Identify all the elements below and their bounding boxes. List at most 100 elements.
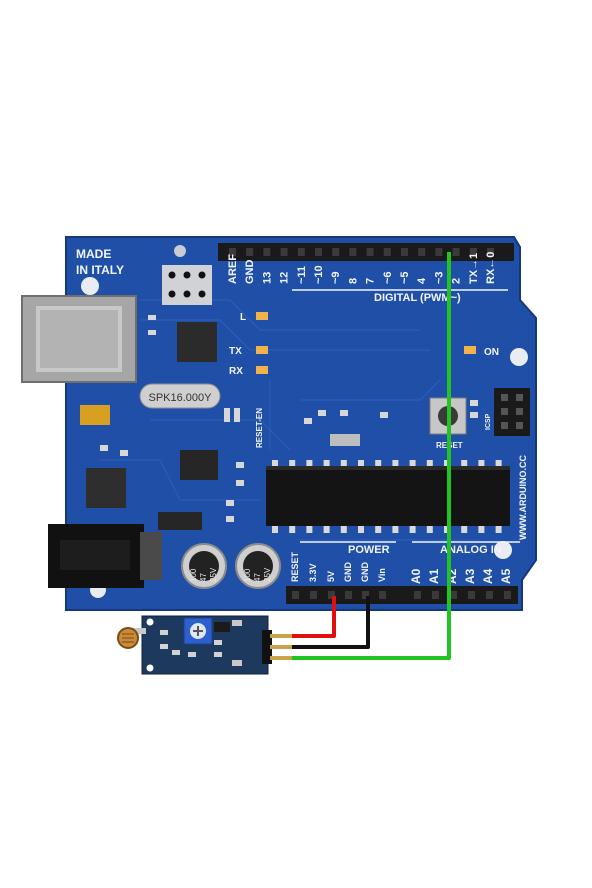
digital-pin-hole	[229, 248, 236, 256]
digital-pin-label: 4	[416, 277, 428, 284]
regulator-chip	[180, 450, 218, 480]
icsp-header	[494, 388, 530, 436]
icsp-header-usb	[162, 265, 212, 305]
digital-pin-hole	[401, 248, 408, 256]
mounting-hole	[174, 245, 186, 257]
digital-pin-label: ~9	[330, 271, 342, 284]
power-pin-label: 3.3V	[308, 563, 318, 582]
digital-pin-hole	[349, 248, 357, 256]
icsp-label: ICSP	[485, 413, 492, 430]
chip-pin	[340, 526, 347, 533]
voltage-regulator	[86, 468, 126, 508]
led-l-label: L	[240, 312, 246, 323]
header-pin-hole	[362, 591, 369, 599]
led-tx-label: TX	[229, 346, 242, 357]
digital-pin-label: ~5	[399, 271, 411, 284]
power-pin-label: GND	[343, 562, 353, 583]
chip-pin	[375, 526, 382, 533]
digital-pin-label: 12	[279, 272, 291, 284]
mounting-hole	[510, 348, 528, 366]
analog-pin-label: A4	[481, 568, 495, 584]
usb-connector	[21, 295, 137, 383]
digital-pin-label: GND	[244, 260, 256, 285]
power-pin-label: GND	[360, 562, 370, 583]
digital-pin-hole	[246, 248, 254, 256]
chip-pin	[323, 460, 330, 467]
digital-pin-hole	[435, 248, 443, 256]
digital-pin-label: ~10	[313, 265, 325, 284]
capacitor-2-value: 100	[243, 568, 252, 582]
digital-pin-hole	[418, 248, 426, 256]
chip-pin	[306, 526, 313, 533]
header-pin-hole	[414, 591, 421, 599]
power-pin-label: RESET	[290, 551, 300, 582]
power-analog-pin-header	[286, 586, 518, 604]
chip-pin	[426, 460, 433, 467]
digital-pin-hole	[297, 248, 305, 256]
digital-header-label: DIGITAL (PWM~)	[374, 292, 461, 304]
digital-pin-hole	[315, 248, 322, 256]
chip-pin	[461, 460, 468, 467]
analog-header-label: ANALOG IN	[440, 544, 502, 556]
digital-pin-hole	[383, 248, 391, 256]
capacitor-1-uf: 47	[199, 573, 208, 582]
led-on	[464, 346, 476, 354]
usb-controller-chip	[177, 322, 217, 362]
led-rx-label: RX	[229, 366, 243, 377]
header-pin-hole	[379, 591, 386, 599]
led-on-label: ON	[484, 347, 499, 358]
chip-pin	[340, 460, 347, 467]
digital-pin-label: AREF	[227, 254, 239, 284]
digital-pin-hole	[332, 248, 340, 256]
power-pin-label: Vin	[377, 568, 387, 582]
chip-pin	[289, 460, 296, 467]
chip-pin	[478, 460, 485, 467]
chip-pin	[272, 460, 278, 467]
crystal-label: SPK16.000Y	[149, 392, 213, 404]
chip-pin	[409, 460, 416, 467]
power-led	[232, 620, 242, 626]
capacitor-1-voltage: 25V	[209, 567, 218, 582]
digital-pin-hole	[487, 248, 494, 256]
digital-pin-header	[218, 243, 514, 261]
header-pin-hole	[504, 591, 511, 599]
wires	[292, 252, 451, 660]
analog-pin-label: A0	[409, 568, 423, 584]
power-header-label: POWER	[348, 544, 390, 556]
diode	[158, 512, 202, 530]
chip-pin	[306, 460, 313, 467]
digital-pin-hole	[469, 248, 477, 256]
wire-gnd-black	[292, 596, 370, 649]
power-jack	[48, 524, 162, 588]
potentiometer	[183, 617, 213, 645]
chip-pin	[323, 526, 330, 533]
digital-pin-label: ~3	[433, 271, 445, 284]
mounting-hole	[494, 541, 512, 559]
led-tx	[256, 346, 268, 354]
light-sensor-module	[117, 615, 292, 675]
digital-pin-label: 2	[451, 278, 463, 284]
led-l	[256, 312, 268, 320]
chip-pin	[392, 526, 399, 533]
wire-vcc-red	[292, 596, 336, 638]
signal-led	[232, 660, 242, 666]
chip-pin	[461, 526, 468, 533]
made-in-text: MADE	[76, 247, 111, 261]
capacitor-1-value: 100	[189, 568, 198, 582]
digital-pin-hole	[263, 248, 271, 256]
photoresistor	[117, 627, 146, 649]
digital-pin-label: 13	[261, 272, 273, 284]
digital-pin-hole	[452, 248, 460, 256]
capacitor-2-voltage: 25V	[263, 567, 272, 582]
chip-pin	[426, 526, 433, 533]
digital-pin-label: 7	[365, 278, 377, 284]
digital-pin-label: TX→1	[468, 253, 480, 284]
capacitor-2-uf: 47	[253, 573, 262, 582]
header-pin-hole	[432, 591, 439, 599]
chip-pin	[392, 460, 399, 467]
chip-pin	[478, 526, 485, 533]
